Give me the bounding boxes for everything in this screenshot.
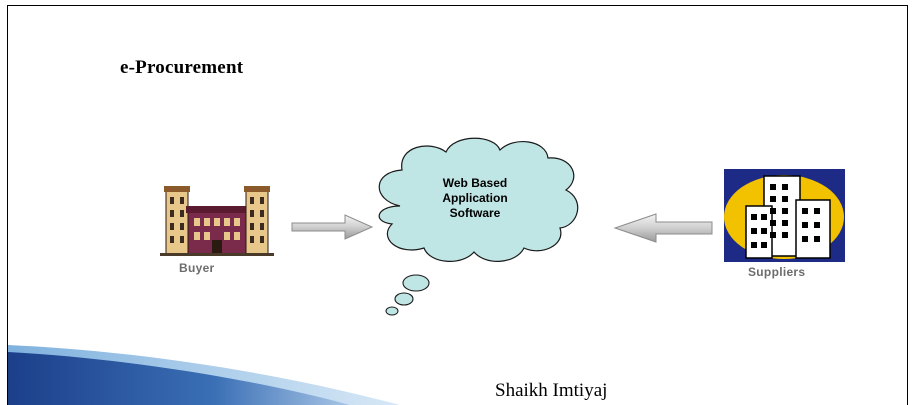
office-buildings-icon [724, 169, 845, 262]
slide-frame [7, 5, 908, 405]
cloud-label-line-3: Software [449, 206, 501, 220]
buyer-to-cloud-arrow [291, 214, 374, 240]
decorative-swoosh [8, 345, 400, 405]
buyer-label: Buyer [179, 261, 215, 275]
cloud-label-line-1: Web Based [442, 176, 508, 190]
suppliers-label: Suppliers [748, 265, 806, 279]
footer-author: Shaikh Imtiyaj [495, 380, 608, 401]
thought-cloud [378, 137, 579, 316]
cloud-label-line-2: Application [442, 191, 508, 205]
slide-title: e-Procurement [120, 57, 244, 78]
suppliers-to-cloud-arrow [613, 213, 713, 243]
building-icon [160, 186, 274, 256]
cloud-label: Web Based Application Software [400, 176, 550, 221]
